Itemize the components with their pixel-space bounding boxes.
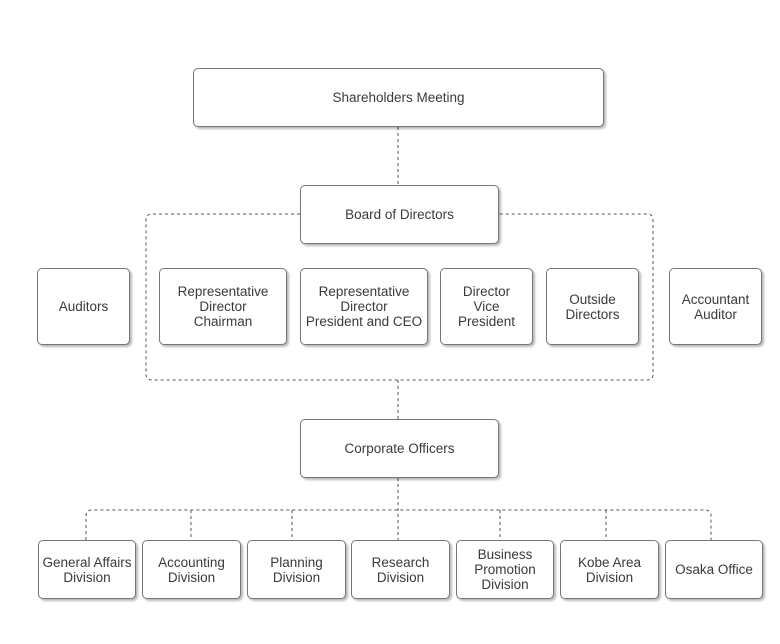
division-bus	[85, 509, 712, 540]
accounting-division-box: Accounting Division	[142, 540, 241, 599]
board-of-directors-box: Board of Directors	[300, 185, 499, 244]
shareholders-meeting-box: Shareholders Meeting	[193, 68, 604, 127]
corporate-officers-box: Corporate Officers	[300, 419, 499, 478]
kobe-area-division-box: Kobe Area Division	[560, 540, 659, 599]
auditors-box: Auditors	[37, 268, 130, 345]
business-promotion-division-box: Business Promotion Division	[456, 540, 554, 599]
outside-directors-box: Outside Directors	[546, 268, 639, 345]
research-division-box: Research Division	[351, 540, 450, 599]
osaka-office-box: Osaka Office	[665, 540, 763, 599]
general-affairs-division-box: General Affairs Division	[38, 540, 136, 599]
accountant-auditor-box: Accountant Auditor	[669, 268, 762, 345]
representative-director-president-box: Representative Director President and CE…	[300, 268, 428, 345]
planning-division-box: Planning Division	[247, 540, 346, 599]
director-vice-president-box: Director Vice President	[440, 268, 533, 345]
representative-director-chairman-box: Representative Director Chairman	[159, 268, 287, 345]
